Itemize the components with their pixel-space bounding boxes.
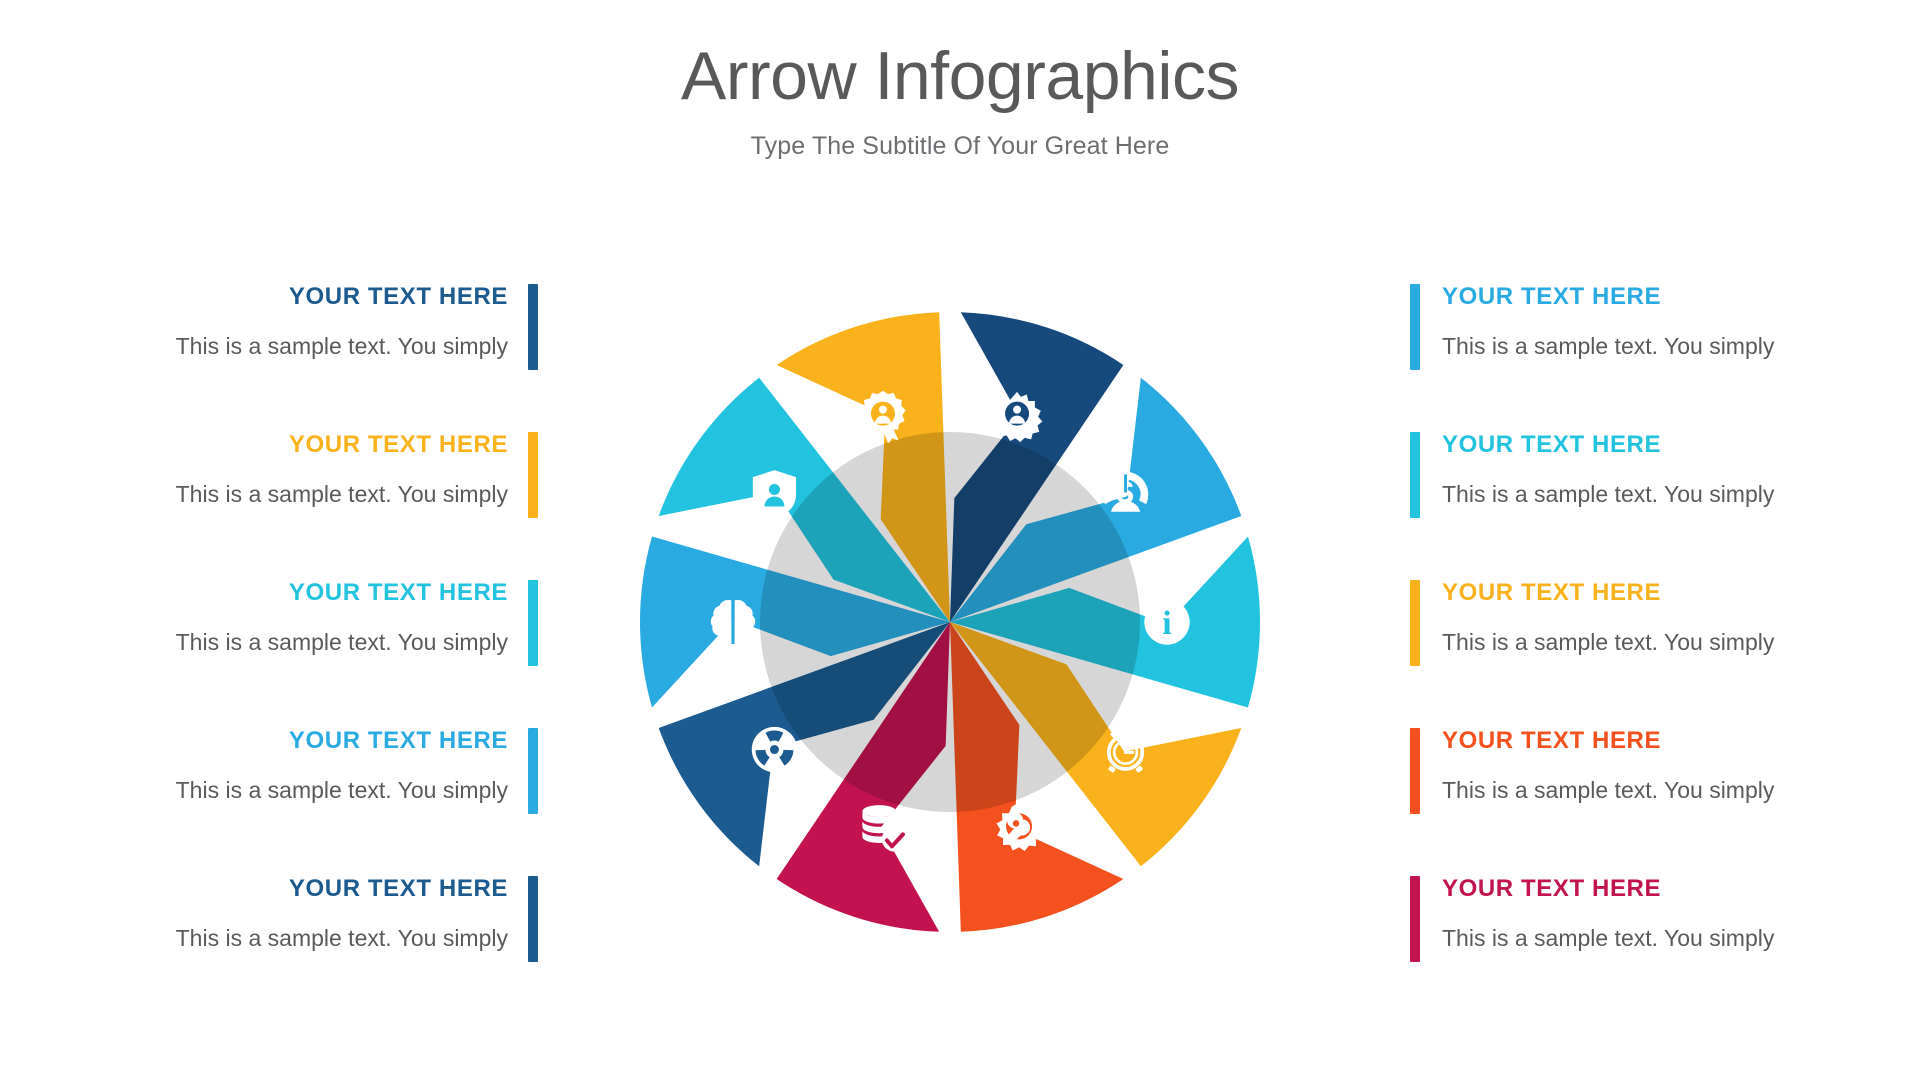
wheel-segment-6[interactable]	[776, 622, 950, 932]
arrow-wheel-chart: i	[600, 272, 1300, 972]
wheel-segment-3[interactable]	[950, 536, 1260, 708]
list-item-heading: YOUR TEXT HERE	[288, 727, 508, 754]
list-item-body: This is a sample text. You simply	[175, 777, 508, 803]
list-item-text: YOUR TEXT HERE This is a sample text. Yo…	[176, 420, 508, 507]
list-item-text: YOUR TEXT HERE This is a sample text. Yo…	[176, 568, 508, 655]
list-item-heading: YOUR TEXT HERE	[1442, 579, 1662, 606]
list-item-body: This is a sample text. You simply	[1442, 333, 1775, 359]
wheel-segment-9[interactable]	[658, 377, 950, 622]
list-item-body: This is a sample text. You simply	[175, 481, 508, 507]
wheel-segment-2[interactable]	[950, 377, 1242, 622]
list-item-heading: YOUR TEXT HERE	[1442, 727, 1662, 754]
list-item-heading: YOUR TEXT HERE	[288, 283, 508, 310]
list-item[interactable]: YOUR TEXT HERE This is a sample text. Yo…	[108, 716, 538, 864]
wheel-segment-1[interactable]	[950, 312, 1124, 622]
wheel-segment-4[interactable]	[950, 622, 1242, 867]
header: Arrow Infographics Type The Subtitle Of …	[0, 0, 1920, 161]
accent-bar	[1410, 728, 1420, 814]
wheel-hub-shade	[760, 432, 1140, 812]
accent-bar	[1410, 876, 1420, 962]
accent-bar	[528, 876, 538, 962]
arrow-wheel-svg: i	[640, 312, 1260, 932]
wheel-inner-shadow-overlay	[760, 432, 1140, 812]
list-item-heading: YOUR TEXT HERE	[1442, 431, 1662, 458]
wheel-segments	[640, 312, 1260, 932]
list-item-text: YOUR TEXT HERE This is a sample text. Yo…	[1442, 716, 1774, 803]
list-item-text: YOUR TEXT HERE This is a sample text. Yo…	[1442, 272, 1774, 359]
list-item-heading: YOUR TEXT HERE	[288, 579, 508, 606]
wheel-segment-8[interactable]	[640, 536, 950, 708]
list-item-text: YOUR TEXT HERE This is a sample text. Yo…	[1442, 420, 1774, 507]
list-item[interactable]: YOUR TEXT HERE This is a sample text. Yo…	[1410, 864, 1840, 1012]
list-item[interactable]: YOUR TEXT HERE This is a sample text. Yo…	[108, 864, 538, 1012]
list-item-body: This is a sample text. You simply	[1442, 629, 1775, 655]
right-text-column: YOUR TEXT HERE This is a sample text. Yo…	[1410, 272, 1840, 1012]
list-item-heading: YOUR TEXT HERE	[288, 875, 508, 902]
list-item-body: This is a sample text. You simply	[175, 333, 508, 359]
accent-bar	[528, 284, 538, 370]
list-item[interactable]: YOUR TEXT HERE This is a sample text. Yo…	[1410, 272, 1840, 420]
list-item-text: YOUR TEXT HERE This is a sample text. Yo…	[176, 716, 508, 803]
accent-bar	[1410, 432, 1420, 518]
list-item[interactable]: YOUR TEXT HERE This is a sample text. Yo…	[1410, 716, 1840, 864]
list-item-body: This is a sample text. You simply	[175, 925, 508, 951]
list-item-body: This is a sample text. You simply	[175, 629, 508, 655]
accent-bar	[1410, 284, 1420, 370]
page-title: Arrow Infographics	[681, 38, 1239, 114]
wheel-segment-5[interactable]	[950, 622, 1124, 932]
left-text-column: YOUR TEXT HERE This is a sample text. Yo…	[108, 272, 538, 1012]
accent-bar	[528, 580, 538, 666]
list-item-text: YOUR TEXT HERE This is a sample text. Yo…	[176, 864, 508, 951]
list-item-body: This is a sample text. You simply	[1442, 777, 1775, 803]
list-item[interactable]: YOUR TEXT HERE This is a sample text. Yo…	[108, 568, 538, 716]
list-item-text: YOUR TEXT HERE This is a sample text. Yo…	[1442, 864, 1774, 951]
wheel-segment-7[interactable]	[658, 622, 950, 867]
wheel-segment-10[interactable]	[776, 312, 950, 622]
list-item-text: YOUR TEXT HERE This is a sample text. Yo…	[176, 272, 508, 359]
list-item-text: YOUR TEXT HERE This is a sample text. Yo…	[1442, 568, 1774, 655]
list-item-heading: YOUR TEXT HERE	[1442, 875, 1662, 902]
wheel-icons: i	[710, 390, 1190, 852]
page-subtitle: Type The Subtitle Of Your Great Here	[750, 132, 1170, 160]
accent-bar	[1410, 580, 1420, 666]
list-item[interactable]: YOUR TEXT HERE This is a sample text. Yo…	[1410, 568, 1840, 716]
accent-bar	[528, 432, 538, 518]
list-item-body: This is a sample text. You simply	[1442, 481, 1775, 507]
list-item-heading: YOUR TEXT HERE	[288, 431, 508, 458]
list-item[interactable]: YOUR TEXT HERE This is a sample text. Yo…	[108, 420, 538, 568]
list-item[interactable]: YOUR TEXT HERE This is a sample text. Yo…	[1410, 420, 1840, 568]
list-item-body: This is a sample text. You simply	[1442, 925, 1775, 951]
info-icon-glyph: i	[1162, 605, 1171, 642]
list-item[interactable]: YOUR TEXT HERE This is a sample text. Yo…	[108, 272, 538, 420]
accent-bar	[528, 728, 538, 814]
list-item-heading: YOUR TEXT HERE	[1442, 283, 1662, 310]
